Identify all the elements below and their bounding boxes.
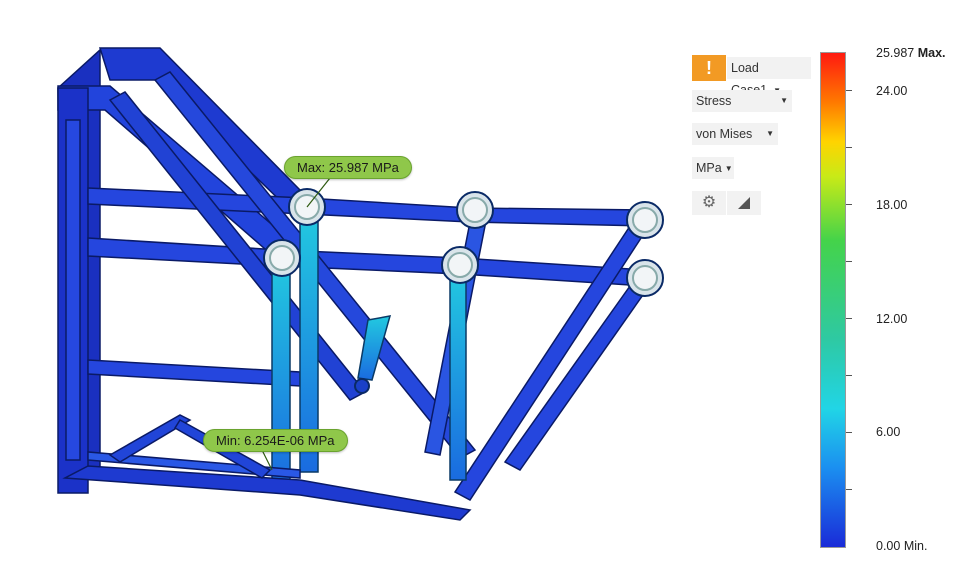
max-stress-callout[interactable]: Max: 25.987 MPa — [284, 156, 412, 179]
bracket-model[interactable] — [0, 0, 680, 588]
probe-icon — [738, 197, 750, 209]
legend-tick-label: 12.00 — [876, 312, 908, 326]
legend-min-suffix: Min. — [903, 539, 928, 553]
unit-select[interactable]: MPa▼ — [692, 157, 734, 179]
legend-tick-label: 24.00 — [876, 84, 908, 98]
result-subtype-select[interactable]: von Mises ▼ — [692, 123, 778, 145]
warning-icon[interactable]: ! — [692, 55, 726, 81]
legend-tick — [846, 204, 852, 205]
gear-icon: ⚙ — [701, 194, 717, 211]
chevron-down-icon: ▼ — [766, 129, 774, 138]
legend-tick — [846, 318, 852, 319]
result-type-select[interactable]: Stress ▼ — [692, 90, 792, 112]
callout-leaders — [261, 177, 331, 471]
legend-max-value: 25.987 — [876, 46, 915, 60]
legend-min-label: 0.00 Min. — [876, 539, 927, 553]
legend-tick — [846, 375, 852, 376]
legend-tick-label: 18.00 — [876, 198, 908, 212]
settings-button[interactable]: ⚙ — [692, 191, 726, 215]
min-stress-callout[interactable]: Min: 6.254E-06 MPa — [203, 429, 348, 452]
stressed-members — [271, 211, 467, 489]
chevron-down-icon: ▼ — [724, 163, 733, 173]
result-type-label: Stress — [696, 94, 732, 108]
chevron-down-icon: ▼ — [780, 96, 788, 105]
load-case-select[interactable]: Load Case1▼ — [727, 57, 811, 97]
legend-tick — [846, 261, 852, 262]
legend-tick — [846, 90, 852, 91]
legend-max-label: 25.987 Max. — [876, 46, 946, 60]
legend-tick-label: 6.00 — [876, 425, 901, 439]
legend-min-value: 0.00 — [876, 539, 901, 553]
legend-tick — [846, 147, 852, 148]
legend-tick — [846, 489, 852, 490]
unit-label: MPa — [696, 161, 722, 175]
stress-legend-bar — [820, 52, 846, 548]
legend-tick — [846, 432, 852, 433]
frame-left-post — [57, 87, 89, 494]
probe-button[interactable] — [727, 191, 761, 215]
legend-max-suffix: Max. — [917, 46, 946, 60]
mount-bosses — [263, 188, 664, 394]
result-subtype-label: von Mises — [696, 127, 753, 141]
